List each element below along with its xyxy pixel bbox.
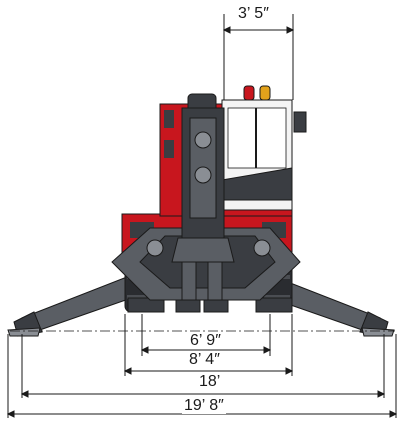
- dimension-label-top-width: 3’ 5″: [236, 5, 271, 22]
- beacon-lights: [243, 85, 271, 101]
- telescopic-boom: [171, 93, 235, 263]
- dimension-lines-bottom: [6, 314, 398, 418]
- dimension-label-overall-span: 19’ 8″: [182, 397, 226, 414]
- dimension-label-outrigger-span: 18’: [197, 373, 223, 390]
- dimension-label-inner-track: 6’ 9″: [188, 332, 223, 349]
- dimension-top-width: [222, 14, 295, 100]
- dimension-label-outer-track: 8’ 4″: [187, 351, 222, 368]
